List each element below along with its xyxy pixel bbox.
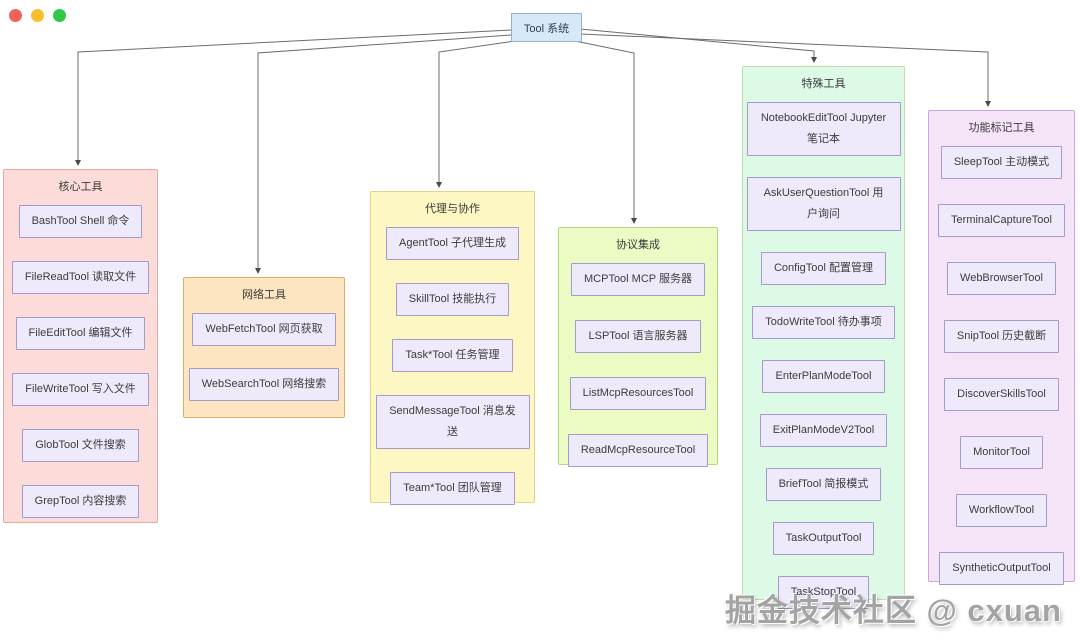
connector-core-tools xyxy=(75,29,512,166)
connector-protocol-integration xyxy=(569,39,637,224)
tool-node-monitortool: MonitorTool xyxy=(960,436,1043,469)
tool-node-askuserquestiontool: AskUserQuestionTool 用户询问 xyxy=(746,177,901,231)
tool-node-exitplanmodev2tool: ExitPlanModeV2Tool xyxy=(759,414,888,447)
tool-node-websearchtool: WebSearchTool 网络搜索 xyxy=(188,368,340,401)
connector-agent-collab xyxy=(436,39,523,188)
group-special-tools: 特殊工具 NotebookEditTool Jupyter 笔记本 AskUse… xyxy=(742,66,905,609)
tool-node-mcptool: MCPTool MCP 服务器 xyxy=(571,263,705,296)
tool-node-tasktool: Task*Tool 任务管理 xyxy=(392,339,513,372)
connector-special-tools xyxy=(579,28,817,63)
tool-node-sendmessagetool: SendMessageTool 消息发送 xyxy=(375,395,530,449)
maximize-button[interactable] xyxy=(53,9,66,22)
tool-node-taskstoptool: TaskStopTool xyxy=(777,576,870,609)
group-title: 功能标记工具 xyxy=(968,122,1035,134)
close-button[interactable] xyxy=(9,9,22,22)
group-protocol-integration: 协议集成 MCPTool MCP 服务器 LSPTool 语言服务器 ListM… xyxy=(558,227,718,467)
tool-node-todowritetool: TodoWriteTool 待办事项 xyxy=(752,306,895,339)
tool-node-taskoutputtool: TaskOutputTool xyxy=(772,522,875,555)
group-title: 特殊工具 xyxy=(801,78,846,90)
group-agent-collab: 代理与协作 AgentTool 子代理生成 SkillTool 技能执行 Tas… xyxy=(370,191,535,505)
group-core-tools: 核心工具 BashTool Shell 命令 FileReadTool 读取文件… xyxy=(3,169,158,523)
connector-feature-flag-tools xyxy=(579,33,991,107)
tool-node-greptool: GrepTool 内容搜索 xyxy=(21,485,140,518)
minimize-button[interactable] xyxy=(31,9,44,22)
tool-node-discoverskillstool: DiscoverSkillsTool xyxy=(944,378,1059,411)
tool-node-enterplanmodetool: EnterPlanModeTool xyxy=(762,360,885,393)
group-title: 代理与协作 xyxy=(425,203,480,215)
tool-node-lsptool: LSPTool 语言服务器 xyxy=(575,320,701,353)
tool-node-filewritetool: FileWriteTool 写入文件 xyxy=(12,373,149,406)
tool-node-sniptool: SnipTool 历史截断 xyxy=(943,320,1060,353)
tool-node-webbrowsertool: WebBrowserTool xyxy=(947,262,1056,295)
group-title: 网络工具 xyxy=(242,289,286,301)
group-network-tools: 网络工具 WebFetchTool 网页获取 WebSearchTool 网络搜… xyxy=(183,277,345,418)
tool-node-globtool: GlobTool 文件搜索 xyxy=(22,429,139,462)
tool-node-teamtool: Team*Tool 团队管理 xyxy=(390,472,515,505)
tool-node-skilltool: SkillTool 技能执行 xyxy=(395,283,510,316)
tool-node-fileedittool: FileEditTool 编辑文件 xyxy=(15,317,146,350)
group-feature-flag-tools: 功能标记工具 SleepTool 主动模式 TerminalCaptureToo… xyxy=(928,110,1075,585)
root-node-tool-system: Tool 系统 xyxy=(511,13,582,42)
tool-node-agenttool: AgentTool 子代理生成 xyxy=(386,227,519,260)
window-controls xyxy=(9,9,66,22)
tool-node-readmcpresourcetool: ReadMcpResourceTool xyxy=(567,434,709,467)
tool-node-sleeptool: SleepTool 主动模式 xyxy=(940,146,1063,179)
tool-node-webfetchtool: WebFetchTool 网页获取 xyxy=(192,313,336,346)
tool-node-bashtool: BashTool Shell 命令 xyxy=(18,205,143,238)
tool-node-filereadtool: FileReadTool 读取文件 xyxy=(11,261,150,294)
watermark: 掘金技术社区 @ cxuan xyxy=(724,593,1062,628)
group-title: 协议集成 xyxy=(616,239,660,251)
tool-node-workflowtool: WorkflowTool xyxy=(955,494,1048,527)
tool-node-notebookedittool: NotebookEditTool Jupyter 笔记本 xyxy=(746,102,901,156)
tool-node-brieftool: BriefTool 简报模式 xyxy=(765,468,882,501)
tool-node-listmcpresourcestool: ListMcpResourcesTool xyxy=(569,377,707,410)
tool-node-terminalcapturetool: TerminalCaptureTool xyxy=(938,204,1065,237)
group-title: 核心工具 xyxy=(58,181,103,193)
tool-node-syntheticoutputtool: SyntheticOutputTool xyxy=(939,552,1064,585)
tool-node-configtool: ConfigTool 配置管理 xyxy=(760,252,887,285)
connector-network-tools xyxy=(255,34,512,274)
